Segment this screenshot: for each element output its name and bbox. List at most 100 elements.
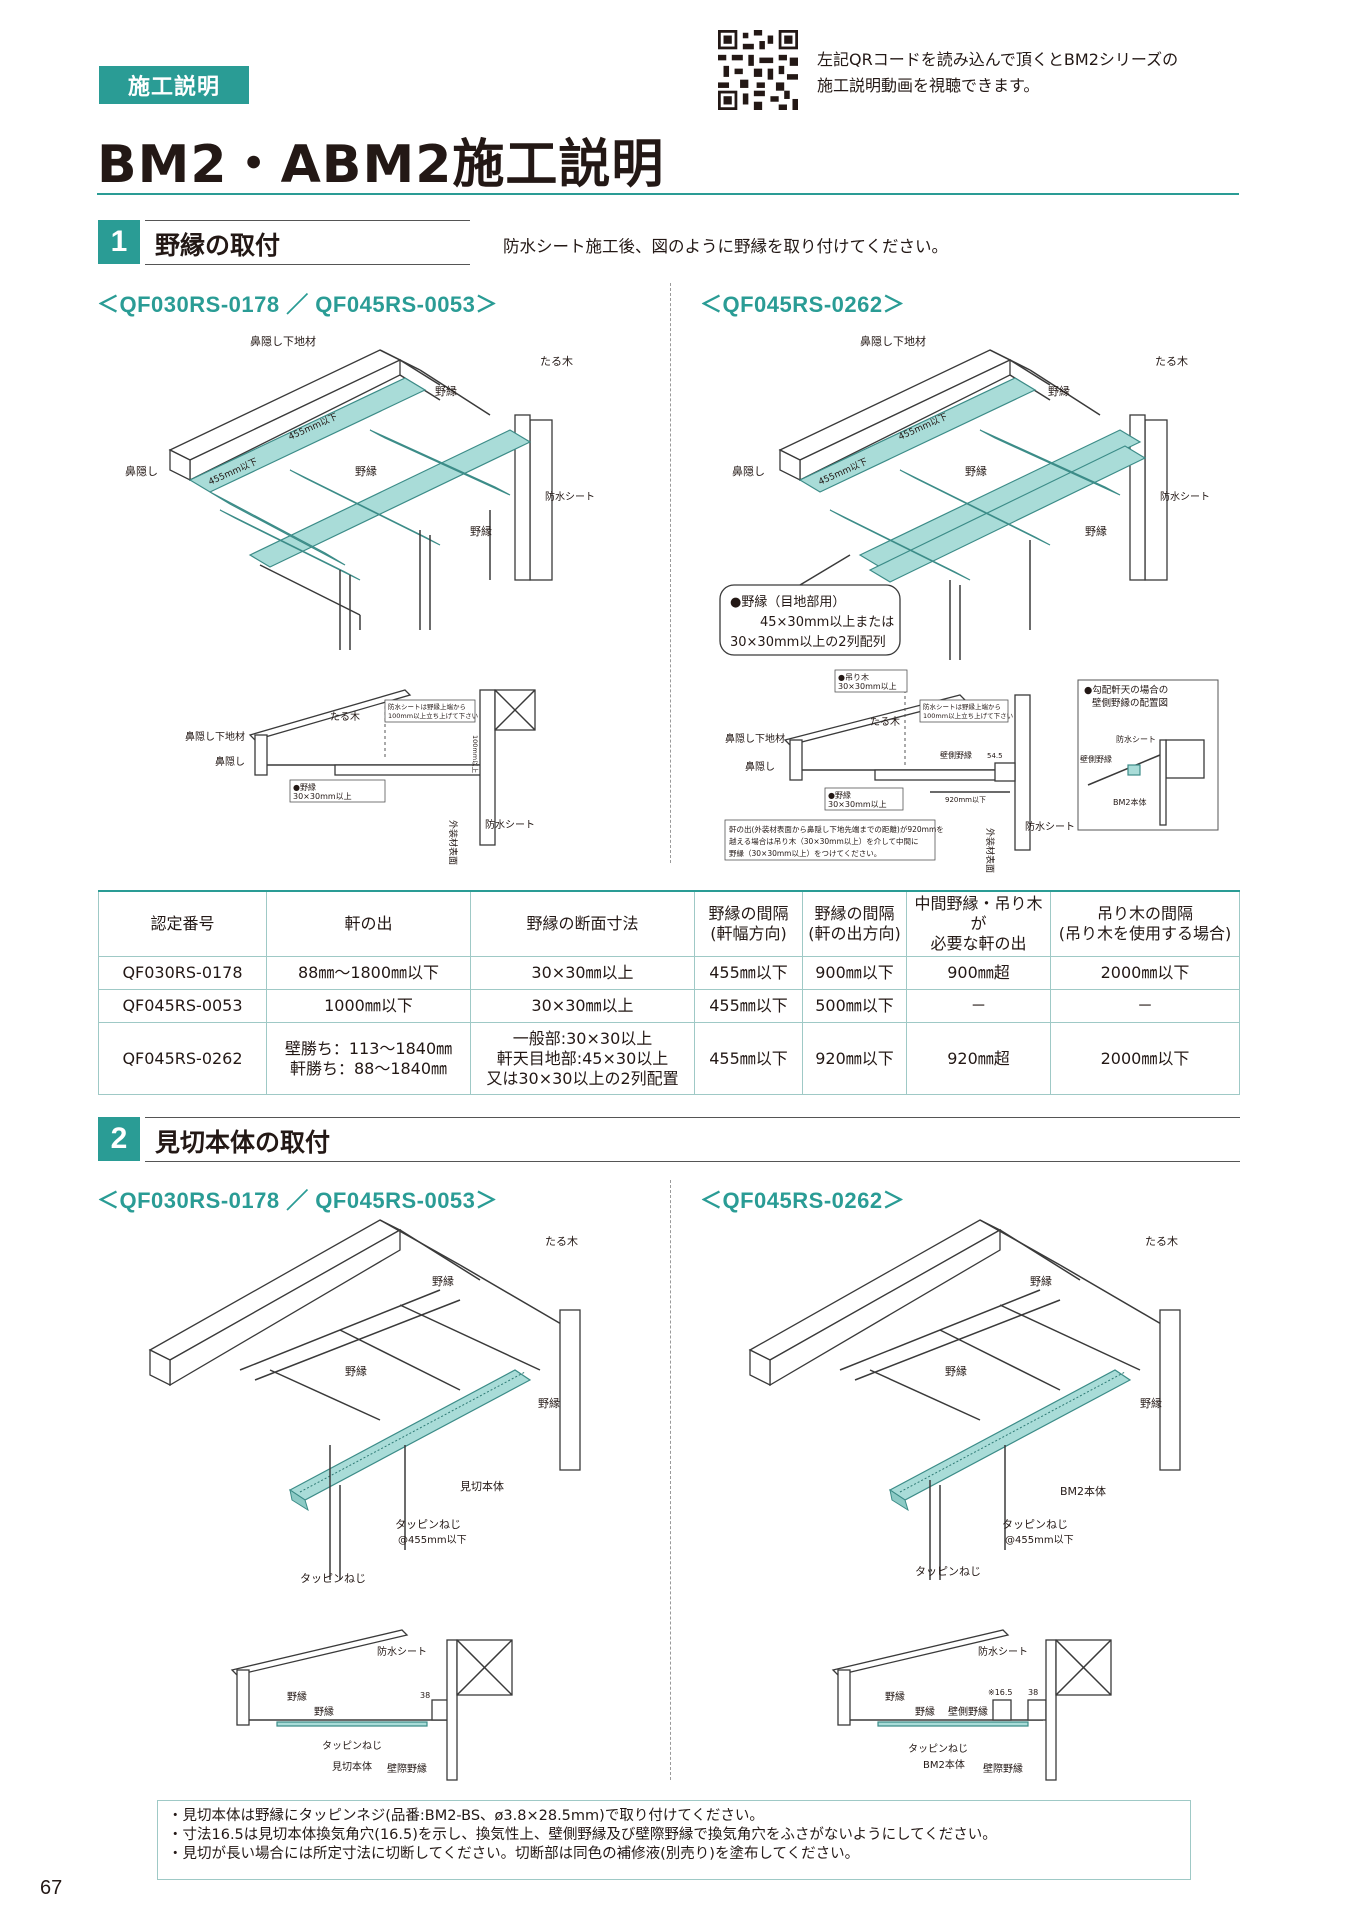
table-cell: 30×30㎜以上 (470, 989, 695, 1023)
mikiri-install-diagram-left: たる木 野縁 野縁 野縁 見切本体 タッピンねじ @455mm以下 タッピンねじ (148, 1219, 581, 1585)
svg-text:●吊り木: ●吊り木 (838, 672, 869, 682)
svg-text:野縁: 野縁 (915, 1705, 935, 1718)
note-line: ・寸法16.5は見切本体換気角穴(16.5)を示し、換気性上、壁側野縁及び壁際野… (168, 1827, 997, 1843)
table-cell: 壁勝ち：113～1840㎜ 軒勝ち：88～1840㎜ (266, 1022, 471, 1095)
svg-text:見切本体: 見切本体 (332, 1760, 372, 1773)
svg-text:防水シート: 防水シート (1116, 734, 1156, 744)
section-2-rule-top (145, 1117, 1240, 1118)
table-cell: 2000㎜以下 (1050, 956, 1240, 990)
noen-layout-diagram-left: 鼻隠し下地材 たる木 野縁 野縁 野縁 防水シート 鼻隠し 455mm以下 45… (125, 334, 595, 650)
section-1-rule-bottom (145, 264, 470, 265)
table-header-cell: 吊り木の間隔 (吊り木を使用する場合) (1050, 890, 1240, 957)
svg-text:野縁: 野縁 (435, 384, 457, 398)
table-row: QF045RS-0053 1000㎜以下 30×30㎜以上 455㎜以下 500… (98, 989, 1240, 1023)
table-cell: QF045RS-0053 (98, 989, 267, 1023)
page-title: BM2・ABM2施工説明 (97, 135, 665, 195)
table-header-cell: 軒の出 (266, 890, 471, 957)
table-cell: QF045RS-0262 (98, 1022, 267, 1095)
section-1-divider (670, 283, 671, 863)
svg-text:30×30mm以上: 30×30mm以上 (828, 800, 887, 809)
svg-text:タッピンねじ: タッピンねじ (1002, 1518, 1068, 1531)
svg-text:@455mm以下: @455mm以下 (1005, 1535, 1074, 1546)
section-1-number: 1 (98, 220, 140, 264)
svg-text:タッピンねじ: タッピンねじ (395, 1518, 461, 1531)
sloped-soffit-inset: ●勾配軒天の場合の 壁側野縁の配置図 防水シート 壁側野縁 BM2本体 (1077, 679, 1219, 831)
svg-text:@455mm以下: @455mm以下 (398, 1535, 467, 1546)
section-1-right-variant: ＜QF045RS-0262＞ (700, 292, 906, 317)
svg-text:野縁（30×30mm以上）をつけてください。: 野縁（30×30mm以上）をつけてください。 (729, 848, 881, 858)
note-line: ・見切が長い場合には所定寸法に切断してください。切断部は同色の補修液(別売り)を… (168, 1846, 860, 1862)
table-row: QF045RS-0262 壁勝ち：113～1840㎜ 軒勝ち：88～1840㎜ … (98, 1022, 1240, 1095)
table-cell: － (1050, 989, 1240, 1023)
svg-text:防水シートは野縁上端から: 防水シートは野縁上端から (388, 702, 466, 711)
svg-text:防水シートは野縁上端から: 防水シートは野縁上端から (923, 702, 1001, 711)
bm2-section-diagram-right: 防水シート 野縁 野縁 壁側野縁 ※16.5 38 タッピンねじ BM2本体 壁… (831, 1629, 1112, 1781)
svg-text:防水シート: 防水シート (1025, 820, 1075, 833)
table-cell: 2000㎜以下 (1050, 1022, 1240, 1095)
svg-text:100mm以上: 100mm以上 (471, 735, 480, 774)
table-cell: 900㎜超 (906, 956, 1051, 990)
svg-text:タッピンねじ: タッピンねじ (300, 1572, 366, 1585)
svg-text:防水シート: 防水シート (978, 1645, 1028, 1658)
table-cell: 500㎜以下 (802, 989, 907, 1023)
svg-text:100mm以上立ち上げて下さい: 100mm以上立ち上げて下さい (923, 711, 1013, 720)
svg-text:防水シート: 防水シート (485, 818, 535, 831)
title-divider (97, 193, 1239, 195)
section-1-title: 野縁の取付 (155, 231, 281, 260)
noen-section-diagram-right: ●吊り木 30×30mm以上 防水シートは野縁上端から 100mm以上立ち上げて… (724, 669, 1075, 873)
bm2-install-diagram-right: たる木 野縁 野縁 野縁 BM2本体 タッピンねじ @455mm以下 タッピンね… (748, 1219, 1181, 1580)
svg-text:38: 38 (1028, 1688, 1038, 1697)
spec-table: 認定番号 軒の出 野縁の断面寸法 野縁の間隔 (軒幅方向) 野縁の間隔 (軒の出… (98, 890, 1240, 1095)
label-bihana-shita: 鼻隠し下地材 (250, 334, 316, 348)
svg-text:45×30mm以上または: 45×30mm以上または (760, 615, 894, 630)
table-header-cell: 中間野縁・吊り木が 必要な軒の出 (906, 890, 1051, 957)
table-header-cell: 野縁の間隔 (軒幅方向) (694, 890, 803, 957)
svg-text:54.5: 54.5 (987, 752, 1003, 760)
table-cell: QF030RS-0178 (98, 956, 267, 990)
section-badge: 施工説明 (99, 66, 249, 104)
svg-text:たる木: たる木 (545, 1235, 578, 1248)
svg-text:外装材表面: 外装材表面 (447, 820, 459, 865)
table-row: QF030RS-0178 88㎜～1800㎜以下 30×30㎜以上 455㎜以下… (98, 956, 1240, 990)
svg-text:野縁: 野縁 (965, 464, 987, 478)
svg-text:100mm以上立ち上げて下さい: 100mm以上立ち上げて下さい (388, 711, 478, 720)
svg-text:野縁: 野縁 (287, 1690, 307, 1703)
table-header-cell: 野縁の間隔 (軒の出方向) (802, 890, 907, 957)
qr-note: 左記QRコードを読み込んで頂くとBM2シリーズの 施工説明動画を視聴できます。 (817, 50, 1179, 95)
svg-text:防水シート: 防水シート (545, 490, 595, 503)
table-header-cell: 野縁の断面寸法 (470, 890, 695, 957)
table-cell: 455㎜以下 (694, 989, 803, 1023)
svg-text:野縁: 野縁 (314, 1705, 334, 1718)
svg-text:鼻隠し: 鼻隠し (215, 755, 245, 768)
svg-text:防水シート: 防水シート (1160, 490, 1210, 503)
qr-code-icon[interactable] (718, 30, 798, 110)
svg-text:BM2本体: BM2本体 (1060, 1484, 1106, 1498)
svg-text:防水シート: 防水シート (377, 1645, 427, 1658)
notes-box: ・見切本体は野縁にタッピンネジ(品番:BM2-BS、ø3.8×28.5mm)で取… (157, 1800, 1191, 1880)
svg-text:●勾配軒天の場合の: ●勾配軒天の場合の (1084, 684, 1168, 696)
svg-text:軒の出(外装材表面から鼻隠し下地先端までの距離)が920mm: 軒の出(外装材表面から鼻隠し下地先端までの距離)が920mmを (729, 824, 944, 834)
section-2-divider (670, 1180, 671, 1780)
svg-text:鼻隠し: 鼻隠し (125, 464, 158, 478)
table-cell: 1000㎜以下 (266, 989, 471, 1023)
svg-text:野縁: 野縁 (1085, 524, 1107, 538)
table-cell: 一般部:30×30以上 軒天目地部:45×30以上 又は30×30以上の2列配置 (470, 1022, 695, 1095)
svg-text:壁側野縁: 壁側野縁 (940, 750, 972, 760)
table-cell: 900㎜以下 (802, 956, 907, 990)
svg-text:壁側野縁の配置図: 壁側野縁の配置図 (1092, 697, 1168, 709)
svg-text:野縁: 野縁 (1140, 1396, 1162, 1410)
table-cell: 920㎜超 (906, 1022, 1051, 1095)
svg-text:外装材表面: 外装材表面 (984, 828, 996, 873)
svg-text:野縁: 野縁 (1030, 1274, 1052, 1288)
svg-text:たる木: たる木 (1155, 355, 1188, 368)
svg-text:鼻隠し下地材: 鼻隠し下地材 (185, 730, 245, 743)
svg-text:壁側野縁: 壁側野縁 (1080, 754, 1112, 764)
table-cell: － (906, 989, 1051, 1023)
svg-text:タッピンねじ: タッピンねじ (915, 1565, 981, 1578)
svg-text:たる木: たる木 (330, 711, 360, 723)
noen-section-diagram-left: 鼻隠し下地材 鼻隠し たる木 防水シートは野縁上端から 100mm以上立ち上げて… (185, 689, 536, 865)
callout-title: ●野縁（目地部用） (730, 594, 845, 610)
section-2-left-variant: ＜QF030RS-0178 ／ QF045RS-0053＞ (97, 1188, 498, 1213)
section-1-rule-top (145, 220, 470, 221)
table-cell: 455㎜以下 (694, 956, 803, 990)
